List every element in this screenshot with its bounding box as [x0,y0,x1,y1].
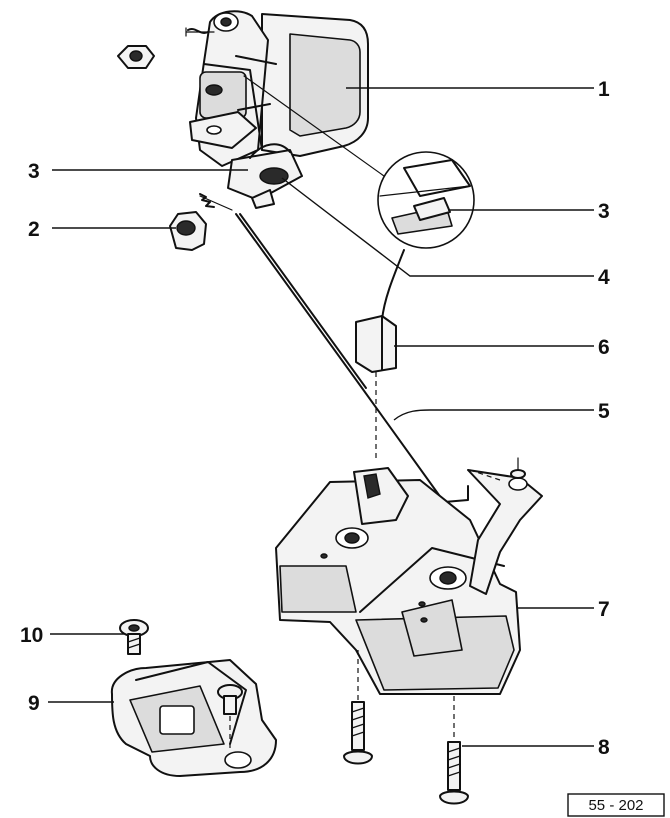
figure-reference: 55 - 202 [588,797,643,814]
callout-3-left: 3 [28,160,40,183]
screws-part-8 [343,650,469,805]
callout-1: 1 [598,78,610,101]
operating-rod-part-5 [235,213,469,503]
detail-inset [377,151,475,249]
callout-9: 9 [28,692,40,715]
lock-body-part-7 [275,467,543,695]
callout-8: 8 [598,736,610,759]
callout-3-right: 3 [598,200,610,223]
switch-part-6 [355,249,405,462]
detail-leader-line [243,75,385,177]
figure-reference-box: 55 - 202 [567,793,665,817]
striker-part-9 [110,659,277,777]
callout-labels: 1 2 3 3 4 5 6 7 8 9 10 [20,78,610,759]
actuator-housing [185,10,369,209]
callout-4: 4 [598,266,610,289]
pull-rod-part-4 [199,193,233,211]
nut-top [117,45,155,69]
screw-part-10 [119,619,243,750]
callout-5: 5 [598,400,610,423]
callout-7: 7 [598,598,610,621]
small-screw-top [510,457,526,479]
callout-10: 10 [20,624,43,647]
callout-6: 6 [598,336,610,359]
callout-2: 2 [28,218,40,241]
nut-part-2 [169,211,207,251]
leader-lines [48,87,594,747]
